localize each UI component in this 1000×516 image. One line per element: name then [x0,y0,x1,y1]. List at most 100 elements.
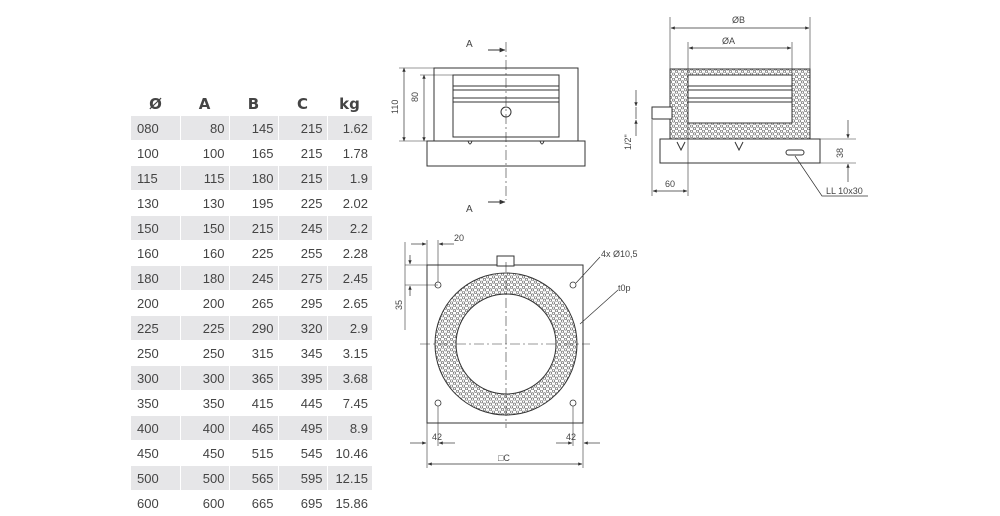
table-cell: 215 [277,165,327,191]
table-cell: 180 [131,265,180,291]
table-cell: 495 [277,415,327,441]
section-label-bottom: A [466,204,473,215]
inner-pipe [687,74,793,124]
table-cell: 115 [179,165,229,191]
table-cell: 565 [228,465,278,491]
table-cell: 145 [228,116,278,141]
dim-offset: 60 [665,179,675,189]
table-cell: 130 [131,190,180,216]
table-cell: 225 [131,315,180,341]
hole-label: 4x Ø10,5 [601,249,638,259]
table-cell: 80 [179,116,229,141]
table-cell: 100 [131,140,180,166]
table-cell: 225 [277,190,327,216]
table-cell: 315 [228,340,278,366]
table-cell: 225 [228,240,278,266]
dim-base-height: 38 [835,148,845,158]
dim-top-margin: 20 [454,233,464,243]
header-diameter: Ø [149,94,162,113]
table-cell: 200 [131,290,180,316]
dim-side-margin: 35 [394,300,404,310]
table-cell: 2.65 [326,290,372,316]
table-cell: 300 [179,365,229,391]
table-cell: 300 [131,365,180,391]
table-cell: 12.15 [326,465,372,491]
table-cell: 350 [131,390,180,416]
table-cell: 130 [179,190,229,216]
table-cell: 160 [179,240,229,266]
table-cell: 200 [179,290,229,316]
table-cell: 265 [228,290,278,316]
header-c: C [296,94,308,113]
dim-diameter-a: ØA [722,36,735,46]
table-cell: 395 [277,365,327,391]
table-cell: 250 [131,340,180,366]
dim-right-margin: 42 [566,432,576,442]
dim-left-margin: 42 [432,432,442,442]
table-cell: 595 [277,465,327,491]
table-cell: 2.45 [326,265,372,291]
table-cell: 250 [179,340,229,366]
header-a: A [198,94,211,113]
table-cell: 115 [131,165,180,191]
table-cell: 500 [131,465,180,491]
table-cell: 465 [228,415,278,441]
table-cell: 1.62 [326,116,372,141]
dim-height-body: 80 [410,92,420,102]
table-cell: 445 [277,390,327,416]
table-cell: 400 [131,415,180,441]
table-cell: 215 [277,140,327,166]
dim-diameter-b: ØB [732,15,745,25]
table-cell: 215 [277,116,327,141]
technical-drawing: A A 110 80 ØB ØA 1/2" 60 38 LL 10x30 [390,15,868,468]
dim-thread: 1/2" [623,134,633,150]
table-cell: 160 [131,240,180,266]
table-cell: 290 [228,315,278,341]
table-cell: 275 [277,265,327,291]
table-cell: 295 [277,290,327,316]
table-cell: 545 [277,440,327,466]
table-cell: 195 [228,190,278,216]
section-label-top: A [466,39,473,50]
table-cell: 350 [179,390,229,416]
table-cell: 245 [277,215,327,241]
side-view [634,17,868,197]
dim-square: □C [498,453,510,463]
header-kg: kg [339,94,360,113]
table-header-row: Ø A B C kg [131,91,372,116]
table-cell: 245 [228,265,278,291]
thread-boss [496,255,515,267]
slot-label: LL 10x30 [826,186,863,196]
table-cell: 225 [179,315,229,341]
header-b: B [247,94,260,113]
table-cell: 400 [179,415,229,441]
table-cell: 8.9 [326,415,372,441]
table-cell: 320 [277,315,327,341]
table-cell: 450 [179,440,229,466]
plan-view [404,240,619,468]
table-cell: 500 [179,465,229,491]
slot-symbol [785,149,805,156]
table-cell: 1.78 [326,140,372,166]
dim-height-total: 110 [390,100,400,114]
table-cell: 7.45 [326,390,372,416]
table-cell: 345 [277,340,327,366]
table-cell: 100 [179,140,229,166]
surface-label: t0p [618,283,631,293]
